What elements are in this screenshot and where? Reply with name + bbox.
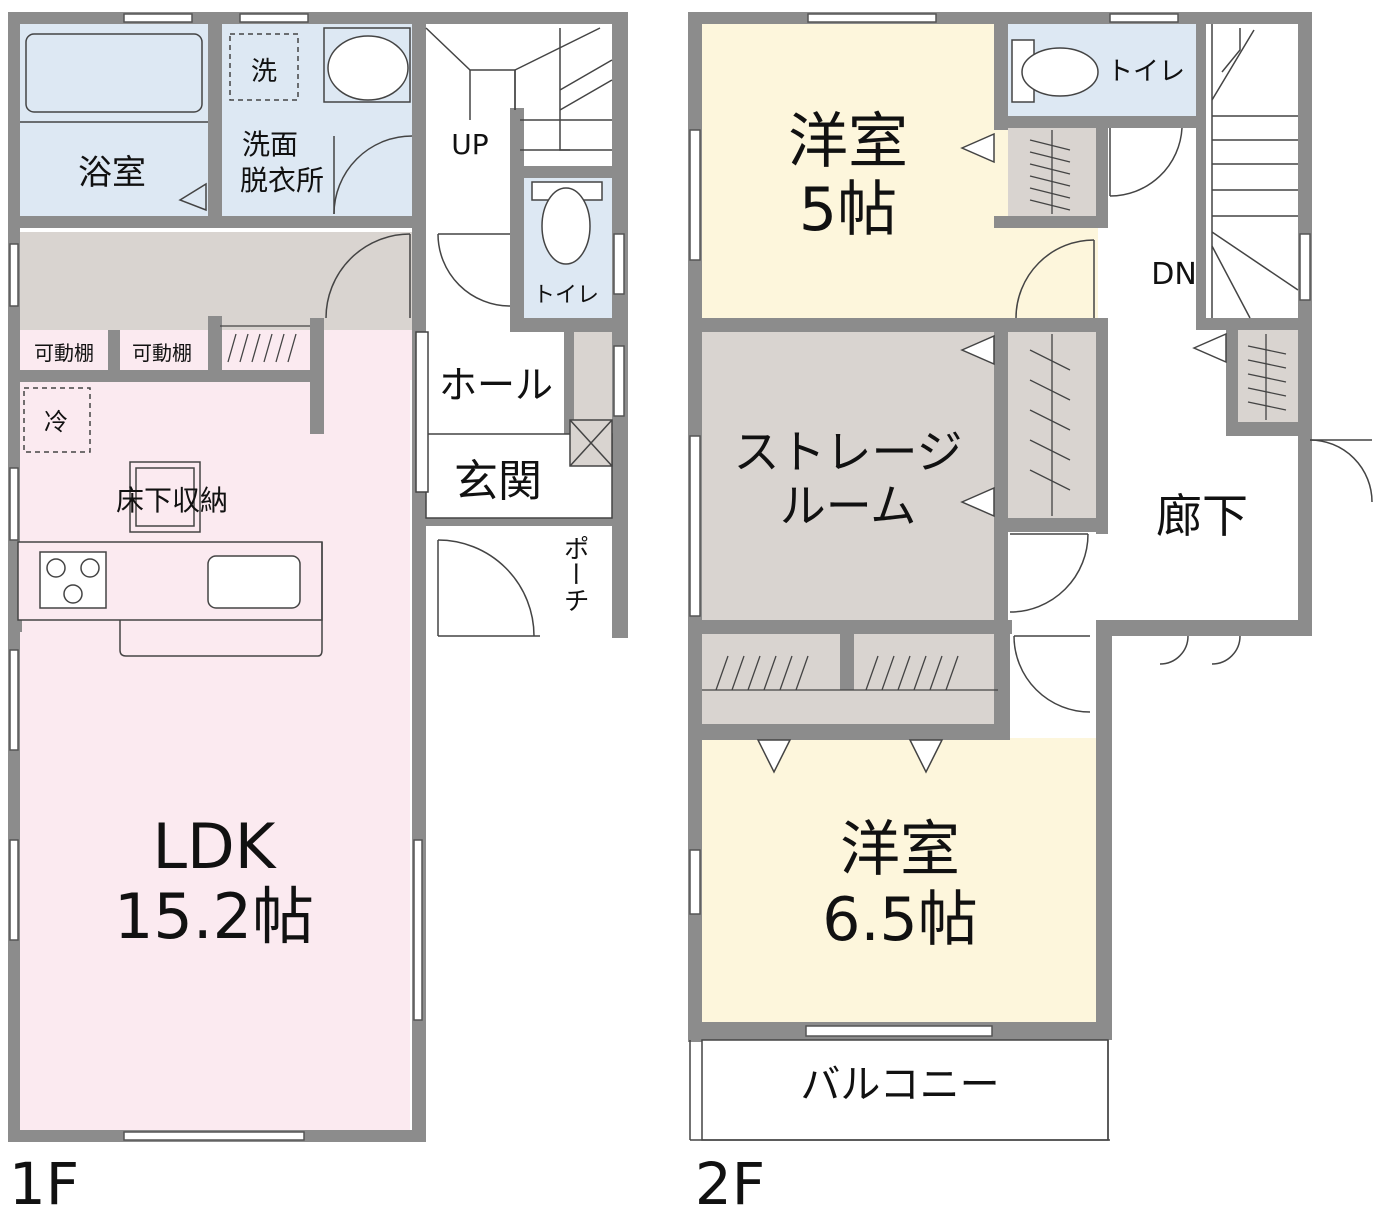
western-room-b: [702, 738, 1098, 1026]
floor-1-label: 1F: [9, 1150, 79, 1214]
western-room-b-size: 6.5帖: [822, 885, 977, 955]
storage-room-label-line2: ルーム: [780, 479, 917, 533]
floor-2: 洋室 5帖 トイレ DN ストレージ ルーム 廊下 洋室 6.5帖 バルコニー …: [688, 12, 1373, 1214]
floor-1: 浴室 洗面 脱衣所 洗 UP トイレ 可動棚 可動棚 冷 床下収納 ホール 玄関…: [8, 12, 628, 1214]
ldk-room: [18, 330, 410, 1140]
ldk-size-label: 15.2帖: [114, 880, 314, 953]
closet-b-2f: [1008, 330, 1098, 520]
sink: [207, 555, 301, 609]
toilet-seat-2f: [1021, 47, 1099, 97]
toilet-seat-1f: [541, 187, 591, 265]
bath-label: 浴室: [78, 153, 146, 193]
shelf-1-label: 可動棚: [34, 341, 94, 365]
ldk-top-right: [322, 330, 412, 380]
washbasin: [327, 35, 409, 101]
balcony: [702, 1040, 1108, 1138]
fridge-label: 冷: [44, 408, 68, 436]
washer-label: 洗: [251, 57, 277, 87]
stairs-up-label: UP: [451, 128, 488, 161]
western-room-a-size: 5帖: [799, 175, 897, 245]
washer-spot: [229, 33, 299, 101]
corridor-label: 廊下: [1156, 489, 1248, 543]
entrance-label: 玄関: [454, 456, 542, 507]
ldk-name-label: LDK: [153, 810, 277, 883]
western-room-a-name: 洋室: [788, 107, 908, 177]
closet-hatch-1f: [220, 325, 310, 363]
underfloor-hatch: [129, 461, 201, 533]
hall-label: ホール: [439, 363, 553, 407]
shelf-2-label: 可動棚: [132, 341, 192, 365]
floor-2-label: 2F: [695, 1150, 765, 1214]
fridge-spot: [23, 387, 91, 453]
porch-label: ポーチ: [559, 535, 589, 613]
storage-corridor-1f: [18, 232, 412, 330]
underfloor-storage-label: 床下収納: [116, 484, 228, 517]
entrance-door-frame: [415, 331, 429, 493]
closet-hatch-2f: [702, 130, 1287, 691]
washroom-label-line1: 洗面: [242, 128, 298, 161]
stairs-1f: [425, 27, 613, 151]
washroom-label-line2: 脱衣所: [240, 164, 324, 197]
storage-room: [702, 330, 998, 622]
stairs-down-label: DN: [1151, 257, 1197, 292]
slide-markers-2f: [756, 132, 1227, 774]
closet-a-2f: [1008, 128, 1098, 218]
toilet-1f-label: トイレ: [533, 283, 599, 308]
closet-c-2f: [1236, 330, 1298, 422]
bathtub: [25, 33, 203, 113]
toilet-2f-label: トイレ: [1107, 57, 1185, 87]
stairs-2f: [1211, 24, 1299, 319]
balcony-label: バルコニー: [800, 1062, 999, 1108]
western-room-b-name: 洋室: [840, 815, 960, 885]
storage-room-label-line1: ストレージ: [733, 425, 962, 479]
